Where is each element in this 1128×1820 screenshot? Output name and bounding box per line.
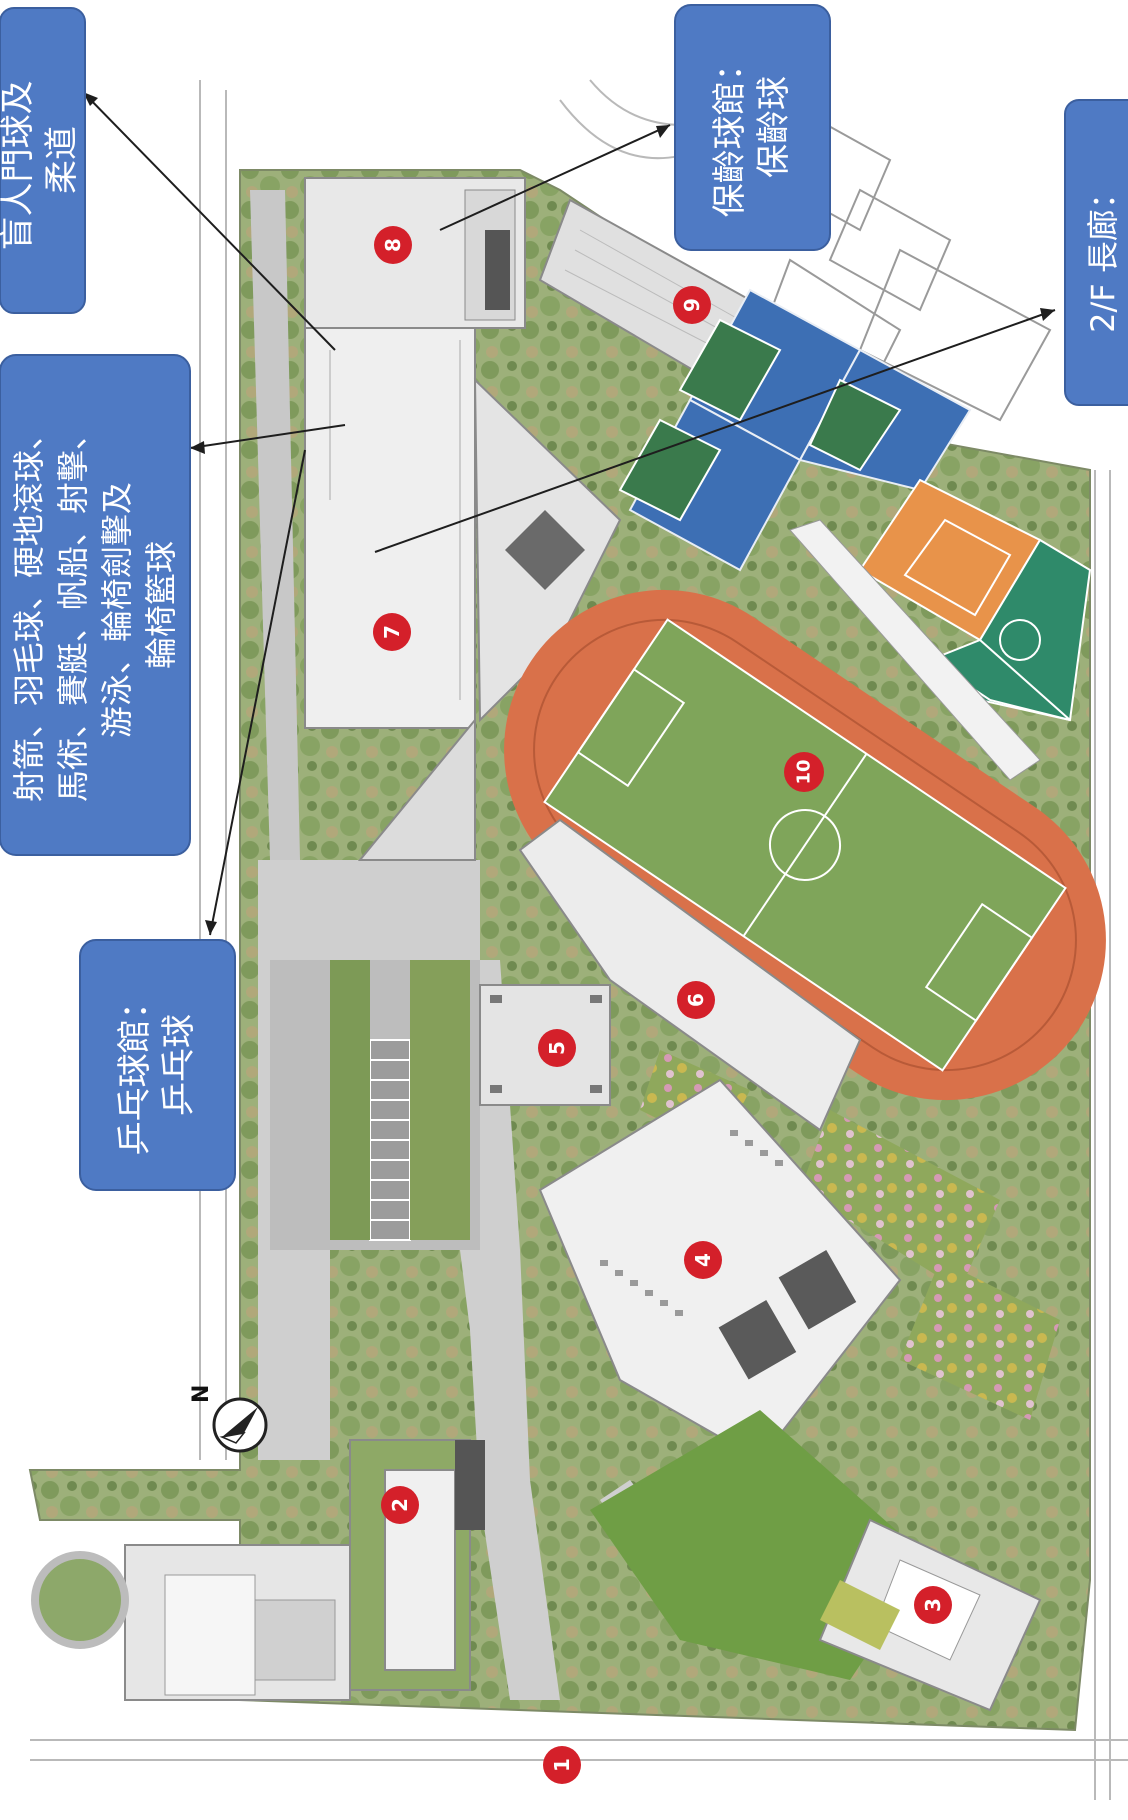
callout-multi-line: 游泳、輪椅劍擊及: [98, 482, 136, 738]
callout-tt-line: 乒乓球館：: [115, 985, 155, 1155]
callout-corridor-line: 2/F 長廊：: [1084, 177, 1122, 333]
tennis-courts: [618, 288, 972, 572]
marker-1-label: 1: [550, 1758, 574, 1772]
callout-bowling-line: 保齡球: [754, 76, 794, 178]
callout-judo-line: 盲人門球及: [0, 80, 38, 250]
callout-multi-line: 射箭、羽毛球、硬地滾球、: [10, 418, 48, 802]
marker-4-label: 4: [691, 1253, 715, 1267]
callout-multi-sport-text: 射箭、羽毛球、硬地滾球、 馬術、賽艇、帆船、射擊、 游泳、輪椅劍擊及 輪椅籃球: [10, 408, 180, 802]
callout-multi-line: 馬術、賽艇、帆船、射擊、: [54, 418, 92, 802]
marker-4[interactable]: 4: [684, 1241, 722, 1279]
callout-judo-line: 柔道: [42, 126, 82, 194]
compass-icon: N: [189, 1385, 268, 1453]
marker-8[interactable]: 8: [374, 226, 412, 264]
compass-north-label: N: [189, 1385, 214, 1403]
callout-multi-line: 輪椅籃球: [142, 541, 180, 669]
callout-judo-text: 盲人門球及 柔道: [0, 70, 82, 251]
parking-area: [369, 1039, 411, 1241]
marker-7[interactable]: 7: [373, 613, 411, 651]
callout-arrows: [82, 91, 1056, 936]
building-2: [349, 1439, 485, 1691]
callout-bowling-line: 保齡球館：: [710, 47, 750, 217]
callout-tt-line: 乒乓球: [159, 1014, 199, 1116]
marker-6-label: 6: [684, 993, 708, 1007]
callout-judo[interactable]: 盲人門球及 柔道: [0, 7, 86, 314]
flower-garden: [800, 1110, 1000, 1290]
marker-5[interactable]: 5: [538, 1029, 576, 1067]
track-side-strip: [789, 519, 1041, 781]
callout-bowling[interactable]: 保齡球館： 保齡球: [674, 4, 831, 251]
teal-courts: [927, 538, 1092, 722]
marker-5-label: 5: [545, 1041, 569, 1055]
callout-table-tennis-text: 乒乓球館： 乒乓球: [115, 975, 199, 1156]
green-strip: [410, 960, 470, 1240]
callout-multi-sport[interactable]: 射箭、羽毛球、硬地滾球、 馬術、賽艇、帆船、射擊、 游泳、輪椅劍擊及 輪椅籃球: [0, 354, 191, 856]
marker-10[interactable]: 10: [784, 752, 824, 792]
marker-10-label: 10: [794, 759, 815, 784]
marker-2-label: 2: [388, 1498, 412, 1512]
marker-9[interactable]: 9: [673, 286, 711, 324]
building-7: [304, 327, 622, 861]
callout-corridor-text: 2/F 長廊：: [1084, 177, 1122, 333]
green-strip: [330, 960, 370, 1240]
marker-1[interactable]: 1: [543, 1746, 581, 1784]
marker-9-label: 9: [680, 298, 704, 312]
marker-2[interactable]: 2: [381, 1486, 419, 1524]
marker-7-label: 7: [380, 625, 404, 639]
arrow-heads: [83, 92, 1055, 935]
callout-table-tennis[interactable]: 乒乓球館： 乒乓球: [79, 939, 236, 1191]
callout-corridor[interactable]: 2/F 長廊：: [1064, 99, 1128, 406]
entrance-complex: [31, 1544, 351, 1701]
marker-8-label: 8: [381, 238, 405, 252]
marker-3[interactable]: 3: [914, 1586, 952, 1624]
flower-garden: [900, 1260, 1060, 1420]
marker-6[interactable]: 6: [677, 981, 715, 1019]
building-8: [304, 177, 526, 329]
marker-3-label: 3: [921, 1598, 945, 1612]
callout-bowling-text: 保齡球館： 保齡球: [710, 37, 794, 218]
building-6: [518, 818, 862, 1132]
building-4: [538, 1078, 902, 1462]
